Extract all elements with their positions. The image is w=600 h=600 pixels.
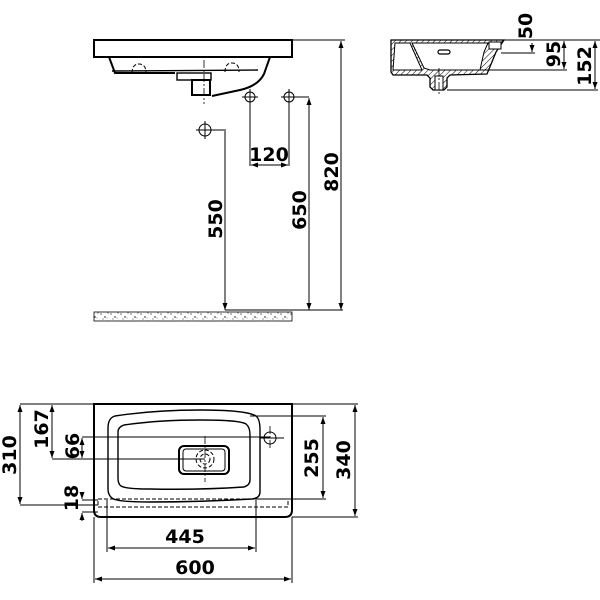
tap-hole-marker bbox=[260, 426, 284, 450]
dim-front-ledge: 18 bbox=[61, 485, 83, 511]
dim-plan-total-depth: 310 bbox=[0, 435, 21, 475]
dim-bowl-depth: 95 bbox=[543, 41, 565, 67]
dim-drain-offset: 167 bbox=[31, 409, 53, 449]
front-elevation-view: 120 550 650 820 bbox=[93, 39, 345, 322]
dim-bowl-width: 445 bbox=[165, 526, 205, 548]
dim-bowl-depth-plan: 255 bbox=[301, 438, 323, 478]
side-section-view: 50 95 152 bbox=[390, 13, 600, 96]
basin-bowl-outline bbox=[108, 56, 175, 74]
dim-tap-height: 650 bbox=[289, 190, 311, 230]
drain-outline bbox=[178, 445, 230, 475]
dim-total-depth: 152 bbox=[574, 46, 596, 86]
bowl-basin bbox=[117, 419, 251, 490]
dim-hole-spacing: 120 bbox=[249, 144, 289, 166]
drain-marker bbox=[196, 121, 226, 139]
dim-drain-height: 550 bbox=[205, 199, 227, 239]
floor-hatch bbox=[93, 311, 293, 322]
dim-overall-depth: 340 bbox=[333, 440, 355, 480]
plan-view: 310 167 66 18 255 340 445 600 bbox=[0, 403, 358, 583]
basin-top-slab bbox=[93, 39, 293, 58]
dim-top-height: 820 bbox=[321, 152, 343, 192]
basin-outline bbox=[93, 403, 293, 518]
hole-marker-right bbox=[281, 89, 307, 105]
hole-marker-left bbox=[242, 89, 258, 105]
dim-overall-width: 600 bbox=[175, 557, 215, 579]
dim-overflow-depth: 50 bbox=[515, 13, 537, 39]
dim-drain-opening: 66 bbox=[62, 433, 84, 459]
drain-outlet bbox=[191, 79, 211, 96]
